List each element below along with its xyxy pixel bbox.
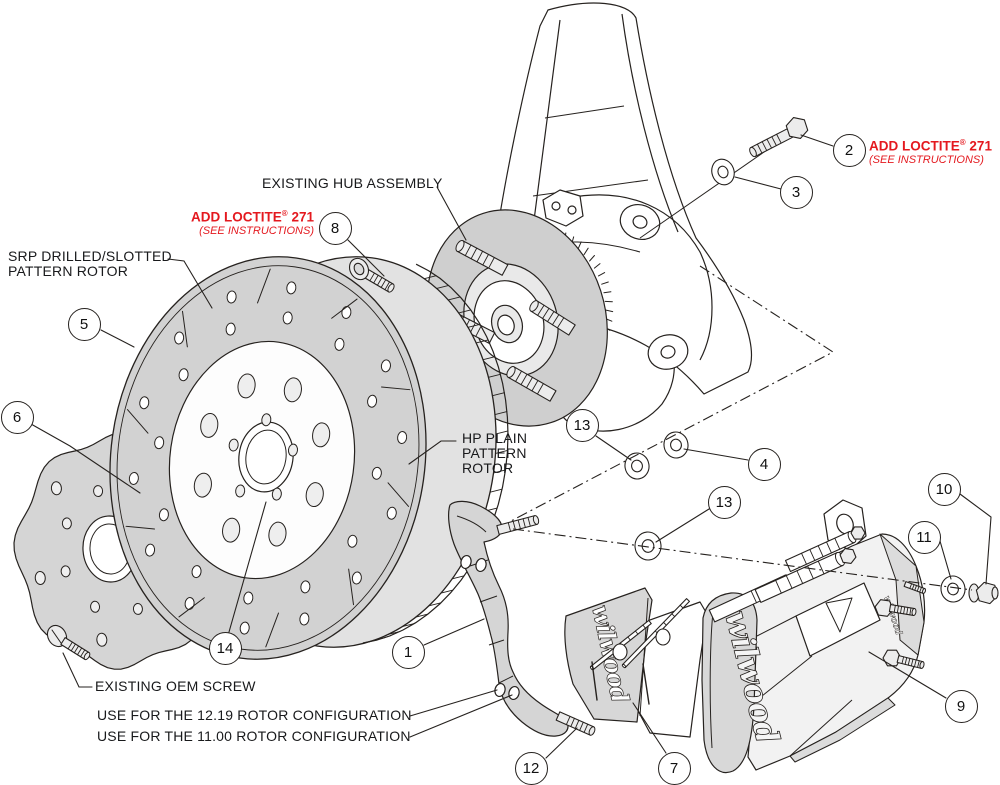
loctite-note: (SEE INSTRUCTIONS) [869, 153, 984, 166]
srp-line1: SRP DRILLED/SLOTTED [8, 248, 172, 264]
callout-number: 1 [403, 643, 413, 661]
label-use-11-00: USE FOR THE 11.00 ROTOR CONFIGURATION [97, 728, 411, 744]
pad-retainer-pins [589, 598, 690, 705]
hp-line3: ROTOR [462, 460, 514, 476]
callout-number: 9 [956, 697, 966, 715]
callout-6: 6 [0, 400, 34, 434]
label-use-12-19: USE FOR THE 12.19 ROTOR CONFIGURATION [97, 707, 412, 723]
callout-11: 11 [907, 520, 941, 554]
callout-10: 10 [927, 472, 961, 506]
hp-line1: HP PLAIN [462, 430, 528, 446]
callout-3: 3 [779, 175, 813, 209]
callout-number: 5 [79, 315, 89, 333]
washers-and-nut [624, 431, 999, 605]
label-hp-rotor: HP PLAIN PATTERN ROTOR [462, 431, 527, 476]
assembly-axis-lines [510, 265, 973, 591]
registered-mark: ® [959, 138, 966, 147]
loctite-bolt-8 [348, 257, 395, 293]
knuckle-bolt-and-washer [711, 116, 809, 186]
callout-5: 5 [67, 307, 101, 341]
leader-lines [30, 134, 992, 759]
callout-14: 14 [208, 631, 242, 665]
hp-line2: PATTERN [462, 445, 527, 461]
label-srp-rotor: SRP DRILLED/SLOTTED PATTERN ROTOR [8, 249, 172, 279]
callout-2: 2 [832, 133, 866, 167]
callout-number: 13 [715, 493, 733, 511]
rotor-hat [168, 340, 356, 580]
callout-number: 8 [330, 219, 340, 237]
callout-number: 10 [935, 480, 953, 498]
loctite-note: (SEE INSTRUCTIONS) [199, 224, 314, 237]
label-existing-oem-screw: EXISTING OEM SCREW [95, 678, 256, 694]
callout-13: 13 [707, 485, 741, 519]
callout-number: 14 [216, 639, 234, 657]
label-add-loctite-right: ADD LOCTITE® 271 (SEE INSTRUCTIONS) [869, 135, 992, 166]
callout-number: 6 [12, 408, 22, 426]
callout-12: 12 [514, 751, 548, 785]
callout-number: 3 [791, 183, 801, 201]
caliper-guide-pins-and-bolts [708, 526, 927, 669]
callout-7: 7 [657, 751, 691, 785]
callout-8: 8 [318, 211, 352, 245]
registered-mark: ® [281, 209, 288, 218]
bracket-studs [496, 515, 596, 736]
label-add-loctite-left: ADD LOCTITE® 271 (SEE INSTRUCTIONS) [190, 206, 314, 237]
caliper-bracket [448, 500, 569, 737]
label-existing-hub-assembly: EXISTING HUB ASSEMBLY [262, 175, 443, 191]
callout-number: 13 [573, 416, 591, 434]
loctite-number: 271 [969, 138, 992, 154]
rotor-drill-pattern [125, 268, 411, 648]
rotor-hat-holes [193, 373, 331, 547]
srp-line2: PATTERN ROTOR [8, 263, 129, 279]
callout-number: 4 [759, 455, 769, 473]
callout-9: 9 [944, 689, 978, 723]
callout-13: 13 [565, 408, 599, 442]
brake-pads: wilwood [564, 587, 708, 738]
callout-number: 7 [669, 759, 679, 777]
loctite-number: 271 [291, 209, 314, 225]
brake-caliper: wilwood wilwood [701, 499, 926, 774]
loctite-brand: ADD LOCTITE [191, 209, 282, 225]
callout-number: 2 [844, 141, 854, 159]
callout-4: 4 [747, 447, 781, 481]
existing-oem-screw [46, 624, 91, 661]
loctite-brand: ADD LOCTITE [869, 138, 960, 154]
callout-number: 12 [522, 759, 540, 777]
callout-number: 11 [916, 528, 932, 546]
callout-1: 1 [391, 635, 425, 669]
